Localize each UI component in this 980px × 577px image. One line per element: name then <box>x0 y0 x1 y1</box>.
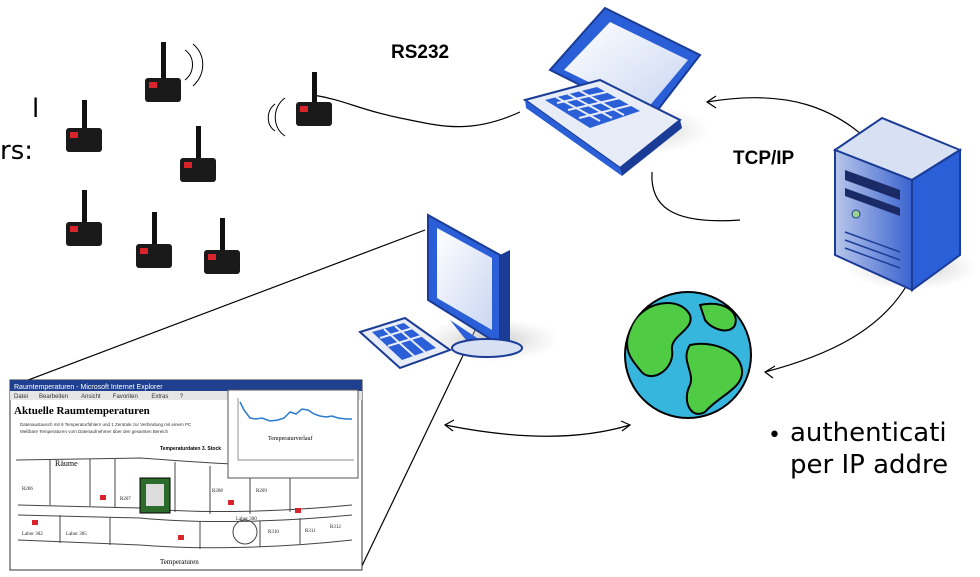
sensor <box>180 126 216 182</box>
screenshot-bullet-2: Meßbare Temperaturen vom Datenaufnehmer … <box>20 429 168 434</box>
screenshot-room-label: R311 <box>305 529 316 534</box>
screenshot-room-label: R207 <box>120 497 131 502</box>
zoom-line-left <box>14 229 426 386</box>
connectors <box>14 94 908 571</box>
screenshot-rooms-label: Räume <box>55 459 78 468</box>
screenshot-room-label: R310 <box>268 530 279 535</box>
globe-to-desktop-arrow <box>444 424 631 437</box>
screenshot-bullet-1: Datenaustausch mit 9 Temperaturfühlern u… <box>20 422 192 427</box>
auth-caption-line-2: per IP addre <box>790 450 949 480</box>
screenshot-menu-item: Ansicht <box>81 394 101 400</box>
desktop-computer <box>358 213 560 370</box>
web-page-screenshot: Raumtemperaturen - Microsoft Internet Ex… <box>9 379 363 571</box>
sensor <box>145 42 181 102</box>
laptop <box>522 6 710 176</box>
wireless-waves <box>184 43 286 137</box>
screenshot-floor-label: Temperaturdaten 3. Stock <box>160 446 221 452</box>
sensor <box>66 190 102 246</box>
laptop-to-server-cable <box>651 171 741 222</box>
screenshot-menu-item: Favoriten <box>113 394 138 400</box>
screenshot-chart-line <box>239 401 352 422</box>
auth-caption-line-1: authenticati <box>790 418 947 448</box>
sensor <box>136 212 172 268</box>
tcpip-label: TCP/IP <box>733 148 795 169</box>
screenshot-room-label: R206 <box>22 487 33 492</box>
zoom-line-right <box>359 319 481 571</box>
screenshot-room-label: Labor 302 <box>22 532 43 537</box>
screenshot-menu-item: Extras <box>151 394 168 400</box>
rs232-cable <box>312 94 521 128</box>
screenshot-menu-item: ? <box>180 394 184 400</box>
screenshot-menu: Datei Bearbeiten Ansicht Favoriten Extras? <box>14 394 184 400</box>
wireless-sensors <box>66 42 332 274</box>
server-tower <box>832 116 977 292</box>
screenshot-room-label: R312 <box>330 525 341 530</box>
screenshot-room-label: R208 <box>212 489 223 494</box>
screenshot-menu-item: Datei <box>14 394 28 400</box>
screenshot-heading: Aktuelle Raumtemperaturen <box>14 405 150 417</box>
screenshot-window-title: Raumtemperaturen - Microsoft Internet Ex… <box>14 384 163 391</box>
screenshot-chart-title: Temperaturverlauf <box>268 435 313 442</box>
server-to-laptop-arrow <box>706 97 869 141</box>
screenshot-room-label: Labor 305 <box>66 532 87 537</box>
sensor <box>296 72 332 126</box>
rs232-label: RS232 <box>391 42 450 63</box>
screenshot-menu-item: Bearbeiten <box>39 394 68 400</box>
left-caption-line-2: rs: <box>0 136 33 166</box>
screenshot-room-label: R209 <box>256 489 267 494</box>
left-caption-line-1: l <box>32 94 40 124</box>
screenshot-temps-label: Temperaturen <box>160 558 199 566</box>
sensor <box>204 218 240 274</box>
globe-icon <box>624 291 752 419</box>
server-to-globe-arrow <box>764 284 908 373</box>
sensor <box>66 100 102 152</box>
auth-bullet: • <box>768 423 781 448</box>
screenshot-room-label: Labor 300 <box>236 517 257 522</box>
